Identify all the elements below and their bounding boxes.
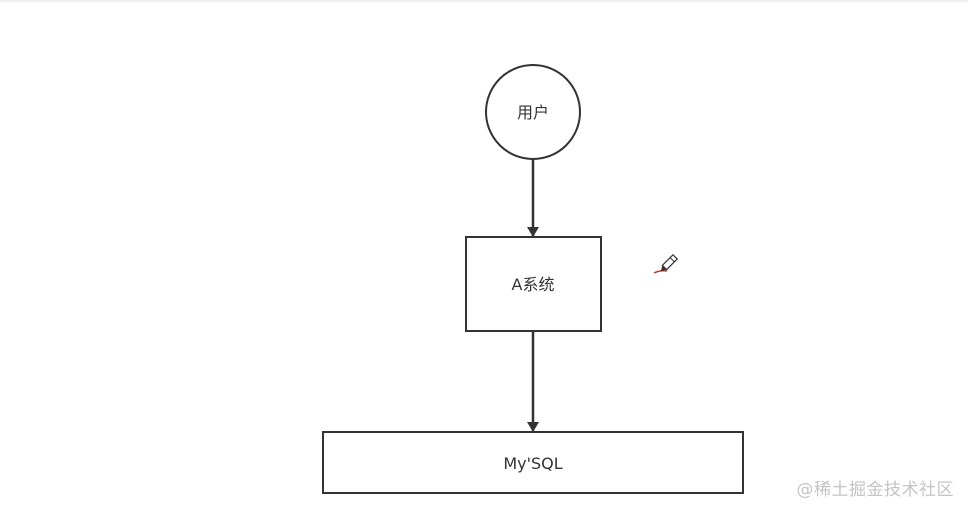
system-a-label: A系统 xyxy=(512,275,555,294)
mysql-label: My'SQL xyxy=(503,454,562,473)
watermark-text: @稀土掘金技术社区 xyxy=(796,480,954,500)
mysql-box xyxy=(322,431,744,494)
node-system-a[interactable]: A系统 xyxy=(465,236,602,332)
pencil-icon xyxy=(653,253,679,274)
system-a-box xyxy=(465,236,602,332)
user-label: 用户 xyxy=(517,103,549,122)
node-mysql[interactable]: My'SQL xyxy=(322,431,744,494)
node-user[interactable]: 用户 xyxy=(485,64,581,160)
